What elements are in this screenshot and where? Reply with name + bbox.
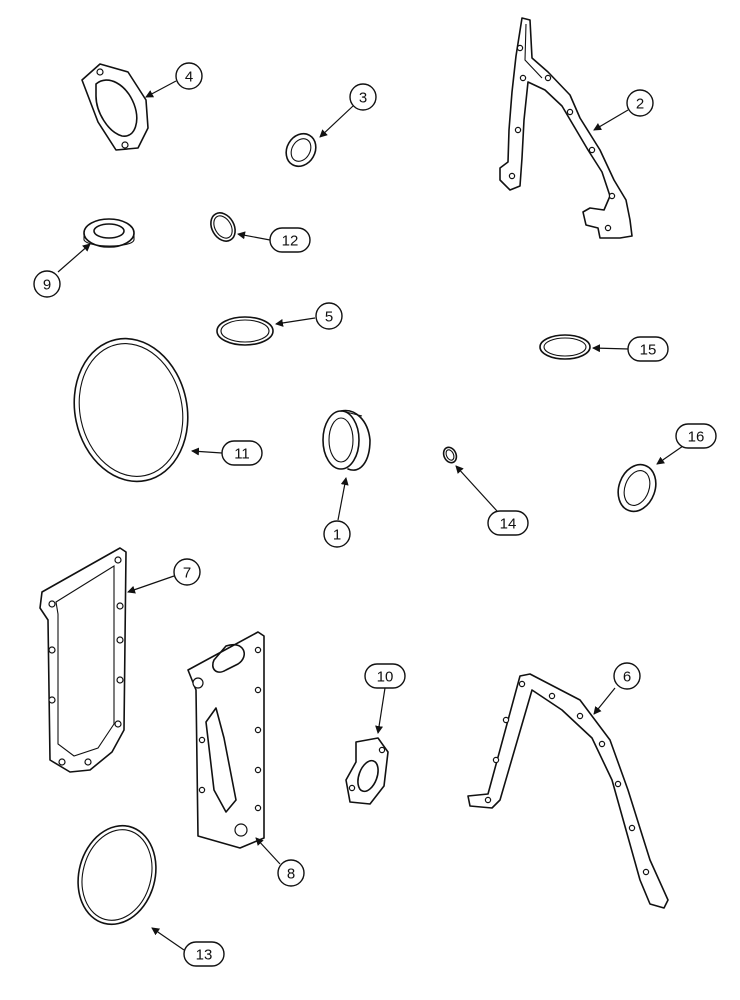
callout-12: 12 [269, 227, 311, 253]
part-14-tiny-o-ring [442, 446, 458, 464]
callout-11: 11 [221, 440, 263, 466]
callout-8-label: 8 [287, 866, 295, 883]
callout-2-label: 2 [636, 96, 644, 113]
callout-6: 6 [613, 662, 641, 690]
callout-2: 2 [626, 89, 654, 117]
callout-3-label: 3 [359, 90, 367, 107]
part-16-seal-ring [617, 463, 657, 513]
callout-16: 16 [675, 423, 717, 449]
callout-15: 15 [627, 336, 669, 362]
part-6-rear-cover-gasket [467, 673, 669, 909]
part-15-o-ring [539, 334, 591, 360]
part-2-front-cover-gasket [499, 17, 633, 239]
callout-3: 3 [349, 83, 377, 111]
part-5-o-ring [216, 316, 274, 346]
callout-5: 5 [315, 302, 343, 330]
callout-14-label: 14 [500, 516, 517, 533]
part-4-flange-gasket [81, 63, 149, 151]
part-8-oil-cooler-gasket [187, 631, 265, 849]
callout-10-label: 10 [377, 669, 394, 686]
callout-4-label: 4 [185, 69, 193, 86]
callout-12-label: 12 [282, 233, 299, 250]
part-13-large-o-ring [77, 824, 157, 926]
part-12-small-o-ring [210, 212, 236, 242]
callout-15-label: 15 [640, 342, 657, 359]
leader-arrows [57, 80, 684, 951]
callout-9-label: 9 [43, 277, 51, 294]
callout-13-label: 13 [196, 947, 213, 964]
part-9-thick-washer [83, 218, 135, 248]
part-10-small-flange-gasket [345, 737, 389, 805]
callout-1-label: 1 [333, 527, 341, 544]
callout-14: 14 [487, 510, 529, 536]
part-3-seal-ring [285, 132, 317, 168]
callout-10: 10 [364, 663, 406, 689]
callout-6-label: 6 [623, 669, 631, 686]
callout-11-label: 11 [234, 446, 250, 463]
callout-13: 13 [183, 941, 225, 967]
callout-16-label: 16 [688, 429, 705, 446]
part-7-cover-gasket [39, 547, 127, 773]
callout-9: 9 [33, 270, 61, 298]
callout-1: 1 [323, 520, 351, 548]
callout-5-label: 5 [325, 309, 333, 326]
part-11-large-o-ring [73, 337, 189, 483]
callout-7-label: 7 [183, 565, 191, 582]
callout-4: 4 [175, 62, 203, 90]
callout-8: 8 [277, 859, 305, 887]
part-1-oil-seal [322, 409, 371, 471]
callout-7: 7 [173, 558, 201, 586]
